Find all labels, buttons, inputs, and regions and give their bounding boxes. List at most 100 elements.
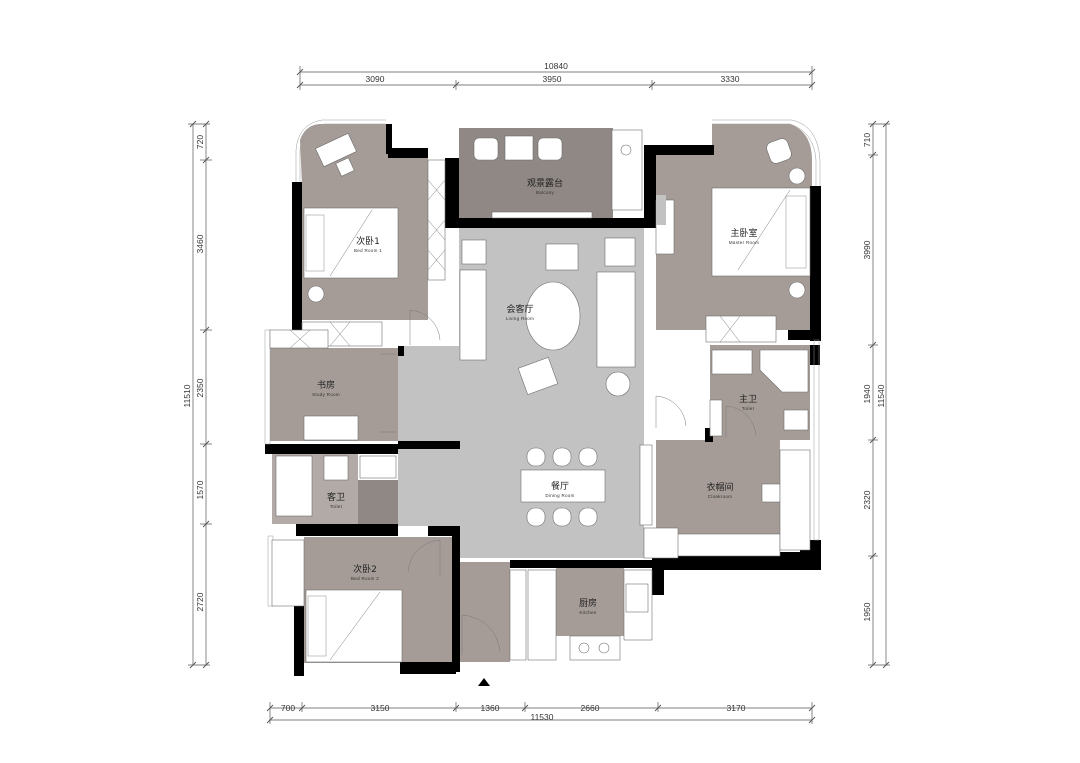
window-arcs: [264, 119, 821, 607]
dim-right-seg: 2320: [862, 490, 872, 509]
room-label-master-toilet-en: Toilet: [742, 406, 755, 411]
dim-right-seg: 710: [862, 133, 872, 147]
wall: [398, 441, 460, 449]
dim-right-seg: 3990: [862, 240, 872, 259]
wall: [810, 345, 820, 365]
room-label-master: 主卧室: [730, 227, 757, 239]
shower: [759, 349, 809, 393]
wardrobe: [779, 449, 811, 551]
cabinet: [643, 527, 679, 559]
side-table: [307, 285, 325, 303]
door-arc: [409, 309, 441, 345]
room-label-cloakroom-en: Cloakroom: [708, 494, 732, 499]
cabinet: [709, 399, 723, 437]
dim-bottom-seg: 1360: [481, 703, 500, 713]
dim-bottom-seg: 2660: [581, 703, 600, 713]
dimension-top: 10840 3090 3950 3330: [296, 61, 816, 90]
window: [264, 329, 271, 445]
dim-left-total: 11510: [182, 384, 192, 407]
toilet-bowl: [323, 455, 349, 481]
wall: [398, 346, 404, 356]
dimension-left: 11510 720 3460 2350 1570 2720: [182, 120, 212, 669]
room-label-kitchen: 厨房: [579, 597, 597, 609]
wall: [428, 526, 460, 536]
armchair: [545, 243, 579, 271]
wall: [510, 560, 652, 568]
wall: [400, 662, 456, 674]
room-label-dining: 餐厅: [551, 480, 569, 492]
room-labels: 观景露台 Balcony 次卧1 Bed Room 1 主卧室 Master R…: [312, 177, 759, 615]
chair: [473, 137, 499, 161]
room-label-master-toilet: 主卫: [739, 393, 757, 405]
dim-left-seg: 720: [195, 135, 205, 149]
dining-chairs: [526, 447, 598, 527]
entrance-floor: [460, 562, 510, 662]
cloakroom-floor: [656, 440, 780, 534]
wall: [445, 158, 459, 228]
chair: [335, 157, 355, 177]
plant: [461, 239, 487, 265]
dim-left-seg: 2720: [195, 592, 205, 611]
wall: [644, 145, 714, 155]
room-label-bedroom2: 次卧2: [353, 563, 377, 575]
dim-left-seg: 3460: [195, 234, 205, 253]
cabinet: [271, 539, 305, 607]
wall: [644, 148, 656, 228]
room-label-balcony-en: Balcony: [536, 190, 555, 195]
dining-table: [520, 469, 606, 503]
side-table: [788, 167, 806, 185]
desk: [315, 132, 357, 168]
counter: [611, 129, 643, 211]
room-label-kitchen-en: Kitchen: [579, 610, 596, 615]
dim-left-seg: 2350: [195, 378, 205, 397]
room-label-toilet: 客卫: [327, 491, 345, 503]
table: [504, 135, 534, 161]
sink: [625, 583, 649, 613]
toilet-dark-floor: [358, 480, 398, 525]
side-table: [605, 371, 631, 397]
furniture: [269, 129, 811, 663]
stool: [761, 483, 781, 503]
room-label-dining-en: Dining Room: [545, 493, 574, 498]
cabinet: [705, 315, 777, 343]
coffee-table: [525, 281, 581, 351]
wall: [388, 148, 428, 158]
shoe-cabinet: [509, 569, 527, 661]
chair: [537, 137, 563, 161]
wall: [265, 444, 398, 454]
dimension-bottom: 700 3150 1360 2660 3170 11530: [266, 702, 816, 724]
dim-right-total: 11540: [876, 384, 886, 407]
shower: [275, 455, 313, 517]
wall: [788, 330, 810, 340]
tv-cabinet: [459, 269, 487, 361]
dim-right-seg: 1940: [862, 384, 872, 403]
room-label-cloakroom: 衣帽间: [706, 481, 733, 493]
counter: [527, 569, 557, 661]
wall: [386, 124, 392, 154]
kitchen-floor: [556, 568, 624, 636]
wall: [292, 182, 302, 330]
corridor-floor: [398, 346, 460, 526]
stove: [569, 635, 621, 661]
room-label-balcony: 观景露台: [527, 177, 563, 189]
door-arc: [655, 395, 687, 428]
room-label-master-en: Master Room: [729, 240, 759, 245]
dim-bottom-seg: 3170: [727, 703, 746, 713]
door-arc: [461, 614, 501, 655]
cabinet: [639, 444, 653, 526]
wall: [296, 524, 398, 536]
room-label-living-en: Living Room: [506, 316, 534, 321]
desk: [303, 415, 359, 441]
room-label-bedroom1: 次卧1: [356, 235, 380, 247]
dim-top-seg: 3950: [543, 74, 562, 84]
dimension-right: 710 3990 1940 2320 1950 11540: [862, 120, 890, 669]
bench: [491, 211, 593, 219]
basin: [711, 349, 753, 375]
dim-top-seg: 3090: [366, 74, 385, 84]
dim-bottom-seg: 3150: [371, 703, 390, 713]
wall: [652, 560, 664, 595]
toilet-bowl: [783, 409, 809, 431]
room-label-living: 会客厅: [506, 303, 533, 315]
dim-bottom-seg: 700: [281, 703, 295, 713]
